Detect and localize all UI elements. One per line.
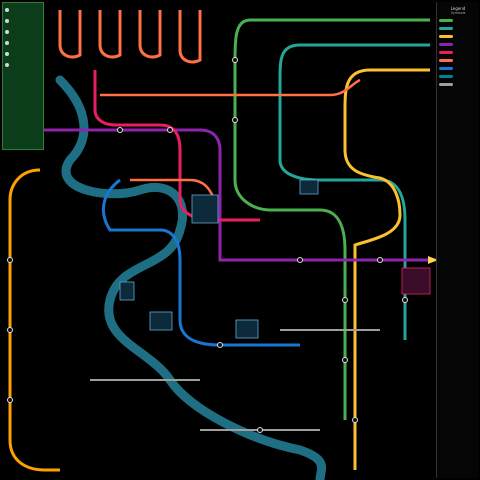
- info-row: [5, 39, 41, 47]
- station[interactable]: [118, 128, 123, 133]
- info-row: [5, 6, 41, 14]
- station[interactable]: [298, 258, 303, 263]
- info-row: [5, 61, 41, 69]
- line-orange-east: [100, 80, 360, 200]
- info-panel: [2, 2, 44, 150]
- station[interactable]: [8, 258, 13, 263]
- interchange-box[interactable]: [120, 282, 134, 300]
- info-dot-icon: [5, 41, 9, 45]
- legend-swatch: [439, 35, 453, 38]
- station[interactable]: [343, 358, 348, 363]
- legend-list: [437, 18, 479, 87]
- info-row: [5, 28, 41, 36]
- legend-row: [439, 66, 477, 71]
- line-orange: [60, 10, 200, 62]
- station[interactable]: [8, 328, 13, 333]
- interchange-box[interactable]: [150, 312, 172, 330]
- info-dot-icon: [5, 8, 9, 12]
- info-dot-icon: [5, 52, 9, 56]
- info-row: [5, 50, 41, 58]
- station[interactable]: [8, 398, 13, 403]
- interchange-box[interactable]: [300, 180, 318, 194]
- station[interactable]: [218, 343, 223, 348]
- legend-row: [439, 42, 477, 47]
- legend-swatch: [439, 67, 453, 70]
- legend-panel: Legend Symbols: [436, 2, 479, 478]
- station[interactable]: [168, 128, 173, 133]
- legend-row: [439, 26, 477, 31]
- stations: [8, 58, 408, 433]
- station[interactable]: [343, 298, 348, 303]
- legend-row: [439, 18, 477, 23]
- station[interactable]: [258, 428, 263, 433]
- legend-swatch: [439, 75, 453, 78]
- info-dot-icon: [5, 63, 9, 67]
- station[interactable]: [353, 418, 358, 423]
- legend-row: [439, 82, 477, 87]
- legend-swatch: [439, 43, 453, 46]
- info-dot-icon: [5, 19, 9, 23]
- station[interactable]: [233, 58, 238, 63]
- legend-subtitle: Symbols: [437, 11, 479, 15]
- legend-swatch: [439, 51, 453, 54]
- legend-row: [439, 50, 477, 55]
- station[interactable]: [403, 298, 408, 303]
- legend-swatch: [439, 59, 453, 62]
- legend-swatch: [439, 19, 453, 22]
- river: [60, 80, 322, 480]
- legend-swatch: [439, 27, 453, 30]
- legend-row: [439, 34, 477, 39]
- station[interactable]: [378, 258, 383, 263]
- legend-row: [439, 58, 477, 63]
- line-amber: [10, 170, 60, 470]
- info-row: [5, 17, 41, 25]
- interchange-box[interactable]: [236, 320, 258, 338]
- legend-row: [439, 74, 477, 79]
- interchange-box[interactable]: [192, 195, 218, 223]
- station[interactable]: [233, 118, 238, 123]
- info-dot-icon: [5, 30, 9, 34]
- legend-swatch: [439, 83, 453, 86]
- interchange-box[interactable]: [402, 268, 430, 294]
